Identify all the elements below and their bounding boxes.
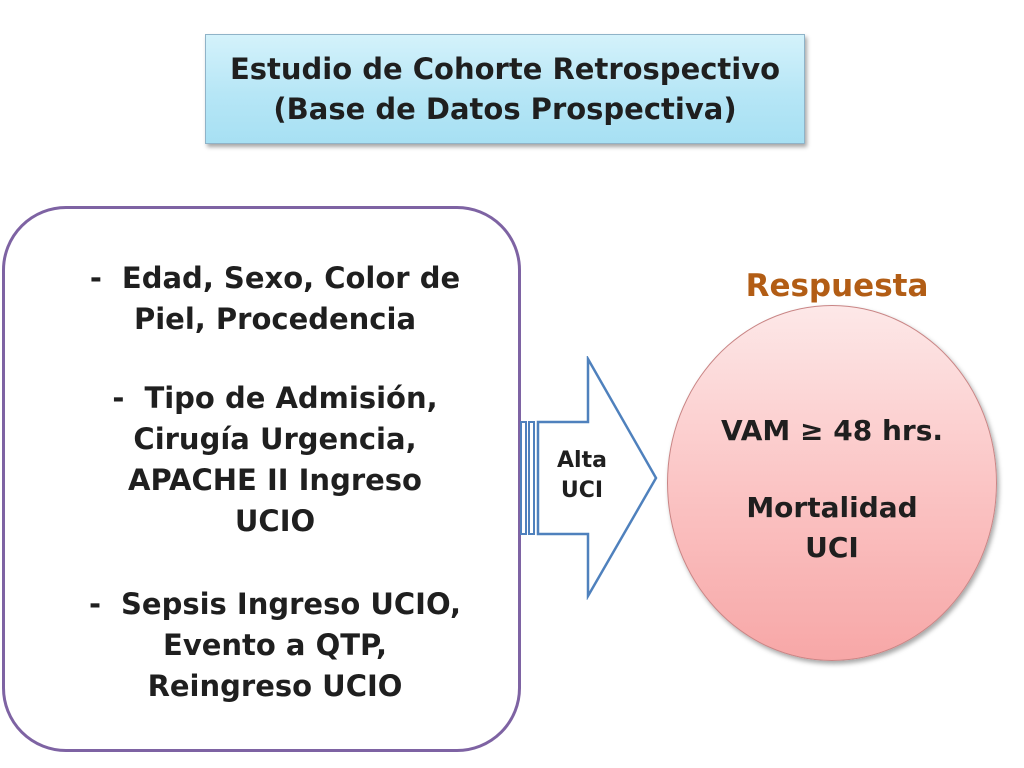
variable-line: -Edad, Sexo, Color de (45, 258, 505, 299)
arrow-stripe-2 (528, 421, 535, 535)
response-circle (667, 305, 997, 661)
bullet-dash: - (89, 261, 102, 295)
discharge-label-line-2: UCI (560, 478, 604, 503)
variable-line: -Tipo de Admisión, (45, 378, 505, 419)
outcome-mortality: Mortalidad UCI (667, 488, 997, 568)
variable-text: UCIO (234, 504, 316, 538)
discharge-arrow (520, 356, 658, 600)
variable-text: Tipo de Admisión, (144, 381, 438, 415)
variable-line: -Sepsis Ingreso UCIO, (45, 584, 505, 625)
variable-text: APACHE II Ingreso (128, 463, 422, 497)
arrow-body (536, 356, 658, 600)
response-title: Respuesta (745, 268, 929, 304)
outcome-ventilation: VAM ≥ 48 hrs. (720, 414, 944, 447)
variable-group-sepsis: -Sepsis Ingreso UCIO, Evento a QTP, Rein… (45, 584, 505, 707)
study-title-box: Estudio de Cohorte Retrospectivo (Base d… (205, 34, 805, 144)
outcome-mortality-line-1: Mortalidad (746, 491, 918, 524)
variable-text: Edad, Sexo, Color de (121, 261, 461, 295)
outcome-mortality-line-2: UCI (805, 531, 859, 564)
variable-group-demographics: -Edad, Sexo, Color de Piel, Procedencia (45, 258, 505, 340)
variable-text: Evento a QTP, (163, 628, 387, 662)
study-title-line-2: (Base de Datos Prospectiva) (273, 92, 737, 126)
variable-text: Cirugía Urgencia, (133, 422, 417, 456)
variables-box: -Edad, Sexo, Color de Piel, Procedencia … (2, 206, 521, 752)
variable-text: Reingreso UCIO (147, 669, 403, 703)
discharge-label-line-1: Alta (557, 448, 607, 473)
variable-text: Sepsis Ingreso UCIO, (121, 587, 462, 621)
variable-text: Piel, Procedencia (133, 302, 417, 336)
arrow-stripe-1 (520, 421, 527, 535)
discharge-label: Alta UCI (542, 446, 622, 506)
variable-group-admission: -Tipo de Admisión, Cirugía Urgencia, APA… (45, 378, 505, 542)
bullet-dash: - (112, 381, 125, 415)
study-title-line-1: Estudio de Cohorte Retrospectivo (229, 52, 781, 86)
bullet-dash: - (88, 587, 102, 621)
